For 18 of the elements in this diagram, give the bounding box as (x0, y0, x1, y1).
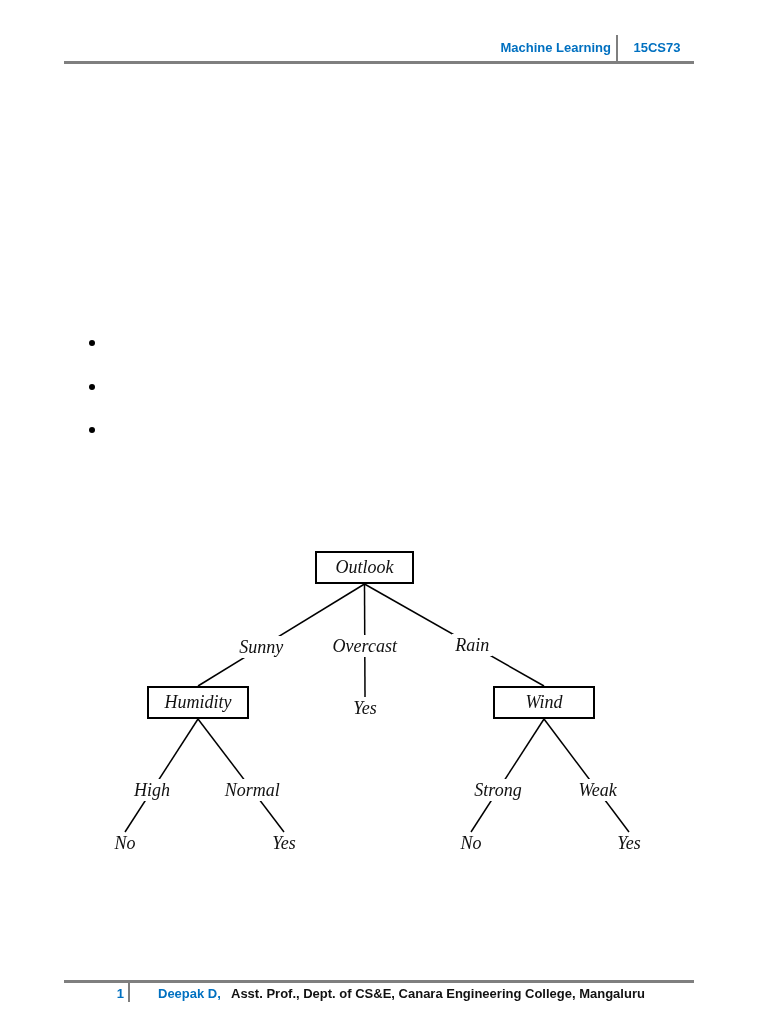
leaf-label: No (456, 832, 486, 854)
header-title: Machine Learning (499, 40, 611, 56)
attribute-node-box: Humidity (147, 686, 249, 719)
leaf-label: Yes (348, 697, 382, 719)
author-name: Deepak D, (158, 986, 222, 1002)
attribute-node-box: Outlook (315, 551, 414, 584)
author-affiliation: Asst. Prof., Dept. of CS&E, Canara Engineering College, Mangaluru (231, 986, 646, 1002)
edge-label: Sunny (236, 636, 287, 659)
leaf-label: Yes (612, 832, 646, 854)
edge-label: Normal (221, 779, 283, 802)
edge-label: Strong (471, 779, 525, 802)
leaf-label: No (110, 832, 140, 854)
edge-label: Rain (452, 634, 493, 657)
attribute-node-box: Wind (493, 686, 595, 719)
page-number: 1 (115, 986, 124, 1002)
edge-label: High (131, 779, 173, 802)
course-code: 15CS73 (632, 40, 682, 56)
leaf-label: Yes (267, 832, 301, 854)
